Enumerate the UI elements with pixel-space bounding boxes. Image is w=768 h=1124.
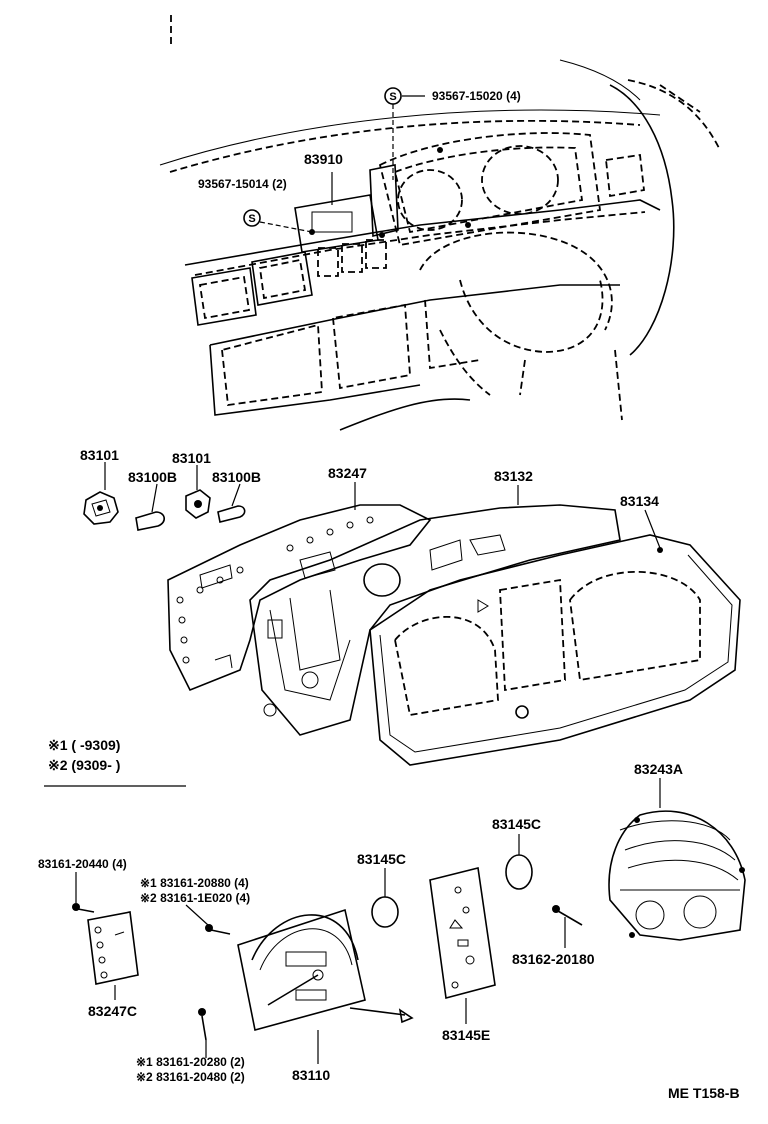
part-label-83161-20480: ※2 83161-20480 (2) [136, 1070, 245, 1084]
diagram-code: ME T158-B [668, 1085, 740, 1101]
part-label-83161-20440: 83161-20440 (4) [38, 857, 127, 871]
part-label-93567-15014: 93567-15014 (2) [198, 177, 287, 191]
part-label-83910: 83910 [304, 151, 343, 167]
screw-icon [205, 924, 231, 935]
part-label-93567-15020: 93567-15020 (4) [432, 89, 521, 103]
part-label-83161-1e020: ※2 83161-1E020 (4) [140, 891, 250, 905]
part-label-83243a: 83243A [634, 761, 683, 777]
svg-text:S: S [389, 91, 396, 103]
sub-circuit-board [87, 911, 139, 985]
part-label-83247c: 83247C [88, 1003, 137, 1019]
part-label-83145c-a: 83145C [492, 816, 541, 832]
tachometer-dial-plate [608, 810, 746, 941]
part-label-83101-a: 83101 [80, 447, 119, 463]
indicator-plate [429, 867, 496, 1000]
printed-circuit-board [167, 504, 432, 692]
indicator-lens [371, 896, 399, 928]
screw-icon [198, 1008, 207, 1041]
indicator-lens [505, 854, 533, 890]
part-label-83247: 83247 [328, 465, 367, 481]
meter-housing [249, 504, 621, 736]
part-label-83100b-b: 83100B [212, 469, 261, 485]
dashboard-assembly [159, 59, 721, 431]
part-label-83161-20280: ※1 83161-20280 (2) [136, 1055, 245, 1069]
part-label-83110: 83110 [292, 1067, 330, 1083]
screw-icon [552, 905, 583, 926]
part-label-83145c-b: 83145C [357, 851, 406, 867]
part-label-83101-b: 83101 [172, 450, 211, 466]
meter-bulbs [83, 489, 246, 531]
speedometer [237, 908, 414, 1031]
part-label-83132: 83132 [494, 468, 533, 484]
part-label-83134: 83134 [620, 493, 659, 509]
screw-symbol-icon: S [243, 209, 261, 227]
meter-lens [369, 534, 741, 766]
screw-symbol-icon: S [384, 87, 402, 105]
screw-icon [72, 903, 95, 913]
legend-line-2: ※2 (9309- ) [48, 757, 120, 773]
svg-text:S: S [248, 213, 255, 225]
part-label-83100b-a: 83100B [128, 469, 177, 485]
part-label-83161-20880: ※1 83161-20880 (4) [140, 876, 249, 890]
part-label-83162-20180: 83162-20180 [512, 951, 595, 967]
part-label-83145e: 83145E [442, 1027, 490, 1043]
legend-line-1: ※1 ( -9309) [48, 737, 120, 753]
